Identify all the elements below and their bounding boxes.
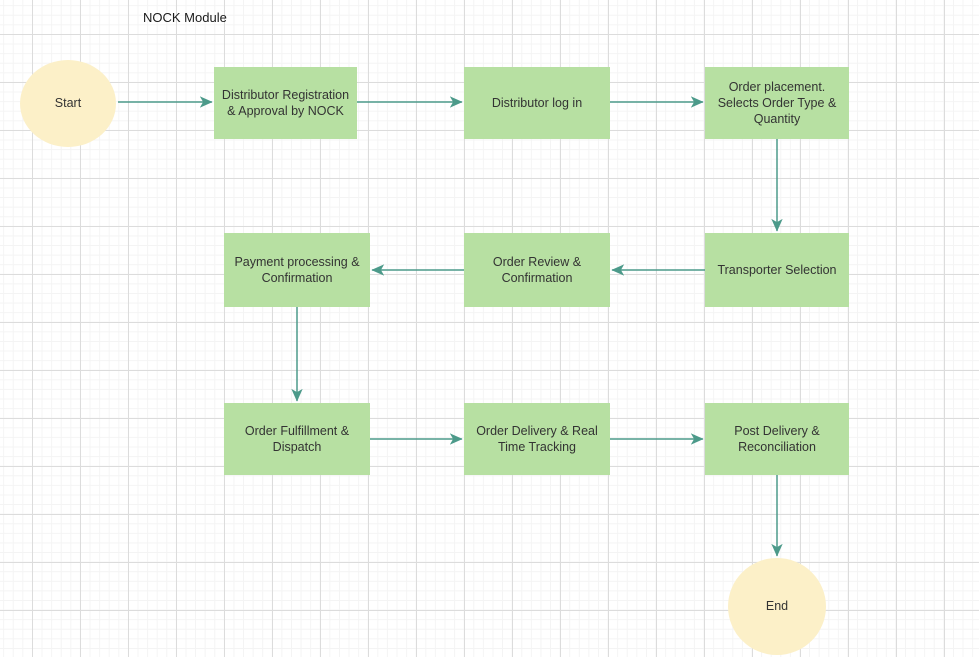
diagram-title[interactable]: NOCK Module <box>143 10 227 25</box>
node-fulfillment[interactable]: Order Fulfillment & Dispatch <box>224 403 370 475</box>
node-payment[interactable]: Payment processing & Confirmation <box>224 233 370 307</box>
node-delivery[interactable]: Order Delivery & Real Time Tracking <box>464 403 610 475</box>
node-placement[interactable]: Order placement. Selects Order Type & Qu… <box>705 67 849 139</box>
node-registration[interactable]: Distributor Registration & Approval by N… <box>214 67 357 139</box>
node-start[interactable]: Start <box>20 60 116 147</box>
node-login[interactable]: Distributor log in <box>464 67 610 139</box>
node-review[interactable]: Order Review & Confirmation <box>464 233 610 307</box>
node-post[interactable]: Post Delivery & Reconciliation <box>705 403 849 475</box>
node-end[interactable]: End <box>728 558 826 655</box>
node-transporter[interactable]: Transporter Selection <box>705 233 849 307</box>
